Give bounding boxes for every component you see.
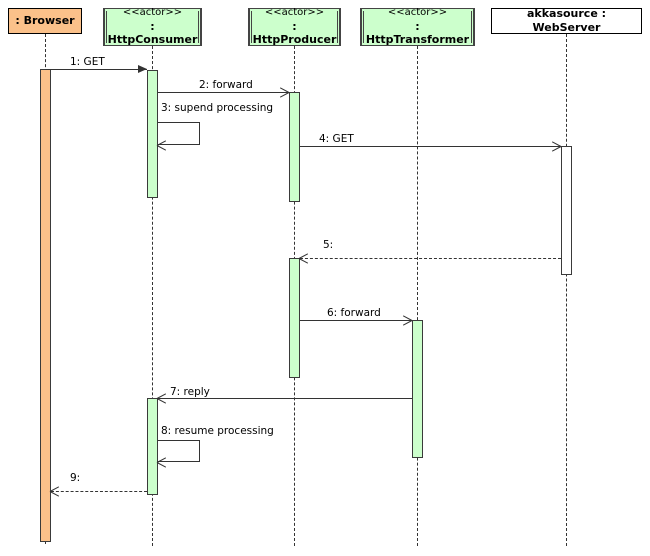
message-selfloop-3[interactable]	[158, 122, 200, 145]
message-label-7: 7: reply	[170, 386, 210, 398]
activation-browser	[40, 69, 51, 542]
participant-head-browser[interactable]: : Browser	[8, 8, 82, 34]
message-arrowhead-4	[552, 142, 561, 150]
participant-head-httptransformer[interactable]: <<actor>> : HttpTransformer	[360, 7, 475, 47]
message-label-2: 2: forward	[199, 79, 253, 91]
activation-httpconsumer-1	[147, 70, 158, 198]
message-arrowhead-7	[157, 394, 166, 402]
lifeline-webserver	[566, 34, 567, 546]
lifeline-httptransformer	[417, 46, 418, 546]
participant-label-httptransformer: : HttpTransformer	[365, 19, 470, 47]
participant-head-webserver[interactable]: akkasource : WebServer	[491, 7, 642, 34]
message-label-1: 1: GET	[70, 56, 105, 68]
message-label-3: 3: supend processing	[161, 102, 274, 114]
activation-httpconsumer-2	[147, 398, 158, 495]
participant-head-httpconsumer[interactable]: <<actor>> : HttpConsumer	[103, 7, 202, 47]
message-arrowhead-8	[157, 458, 166, 466]
participant-label-httpconsumer: : HttpConsumer	[107, 19, 198, 47]
message-arrowhead-5	[299, 254, 308, 262]
message-line-1[interactable]	[45, 69, 147, 70]
activation-httptransformer	[412, 320, 423, 458]
participant-stereotype-httpproducer: <<actor>>	[264, 7, 325, 18]
activation-httpproducer-2	[289, 258, 300, 378]
participant-stereotype-httpconsumer: <<actor>>	[122, 7, 183, 18]
participant-stereotype-httptransformer: <<actor>>	[387, 7, 448, 18]
activation-httpproducer-1	[289, 92, 300, 202]
message-label-8: 8: resume processing	[161, 425, 274, 437]
message-line-5[interactable]	[300, 258, 561, 259]
message-label-6: 6: forward	[327, 307, 381, 319]
message-line-7[interactable]	[158, 398, 412, 399]
message-arrowhead-3	[157, 141, 166, 149]
message-label-9: 9:	[70, 472, 81, 484]
message-arrowhead-2	[280, 88, 289, 96]
message-arrowhead-6	[403, 316, 412, 324]
participant-label-webserver: akkasource : WebServer	[526, 7, 607, 34]
participant-head-httpproducer[interactable]: <<actor>> : HttpProducer	[248, 7, 341, 47]
message-label-4: 4: GET	[319, 133, 354, 145]
message-line-6[interactable]	[300, 320, 412, 321]
message-label-5: 5:	[323, 239, 334, 251]
participant-label-httpproducer: : HttpProducer	[252, 19, 337, 47]
message-arrowhead-9	[50, 487, 59, 495]
message-selfloop-8[interactable]	[158, 440, 200, 462]
activation-webserver	[561, 146, 572, 275]
message-arrowhead-1	[138, 65, 147, 73]
message-line-9[interactable]	[51, 491, 147, 492]
message-line-2[interactable]	[158, 92, 289, 93]
participant-label-browser: : Browser	[15, 14, 75, 28]
message-line-4[interactable]	[300, 146, 561, 147]
lifeline-httpconsumer	[152, 46, 153, 546]
